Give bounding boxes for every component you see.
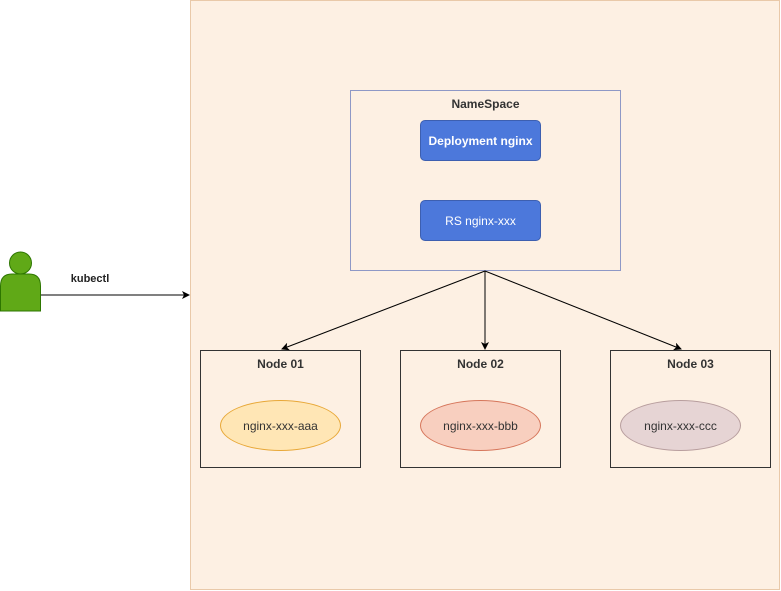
namespace-title: NameSpace	[451, 97, 520, 111]
replicaset-box[interactable]: RS nginx-xxx	[420, 200, 541, 241]
deployment-label: Deployment nginx	[428, 133, 533, 148]
namespace-container	[350, 90, 621, 271]
cluster-area	[190, 0, 780, 590]
pod-ccc[interactable]: nginx-xxx-ccc	[620, 400, 741, 451]
node-title-01: Node 01	[257, 357, 304, 371]
deployment-box[interactable]: Deployment nginx	[420, 120, 541, 161]
node-title-02: Node 02	[457, 357, 504, 371]
pod-bbb[interactable]: nginx-xxx-bbb	[420, 400, 541, 451]
node-title-03: Node 03	[667, 357, 714, 371]
pod-label-ccc: nginx-xxx-ccc	[644, 418, 717, 433]
user-icon[interactable]	[0, 250, 42, 312]
pod-aaa[interactable]: nginx-xxx-aaa	[220, 400, 341, 451]
pod-label-bbb: nginx-xxx-bbb	[443, 418, 518, 433]
kubectl-label: kubectl	[70, 273, 110, 285]
pod-label-aaa: nginx-xxx-aaa	[243, 418, 318, 433]
replicaset-label: RS nginx-xxx	[445, 213, 516, 228]
